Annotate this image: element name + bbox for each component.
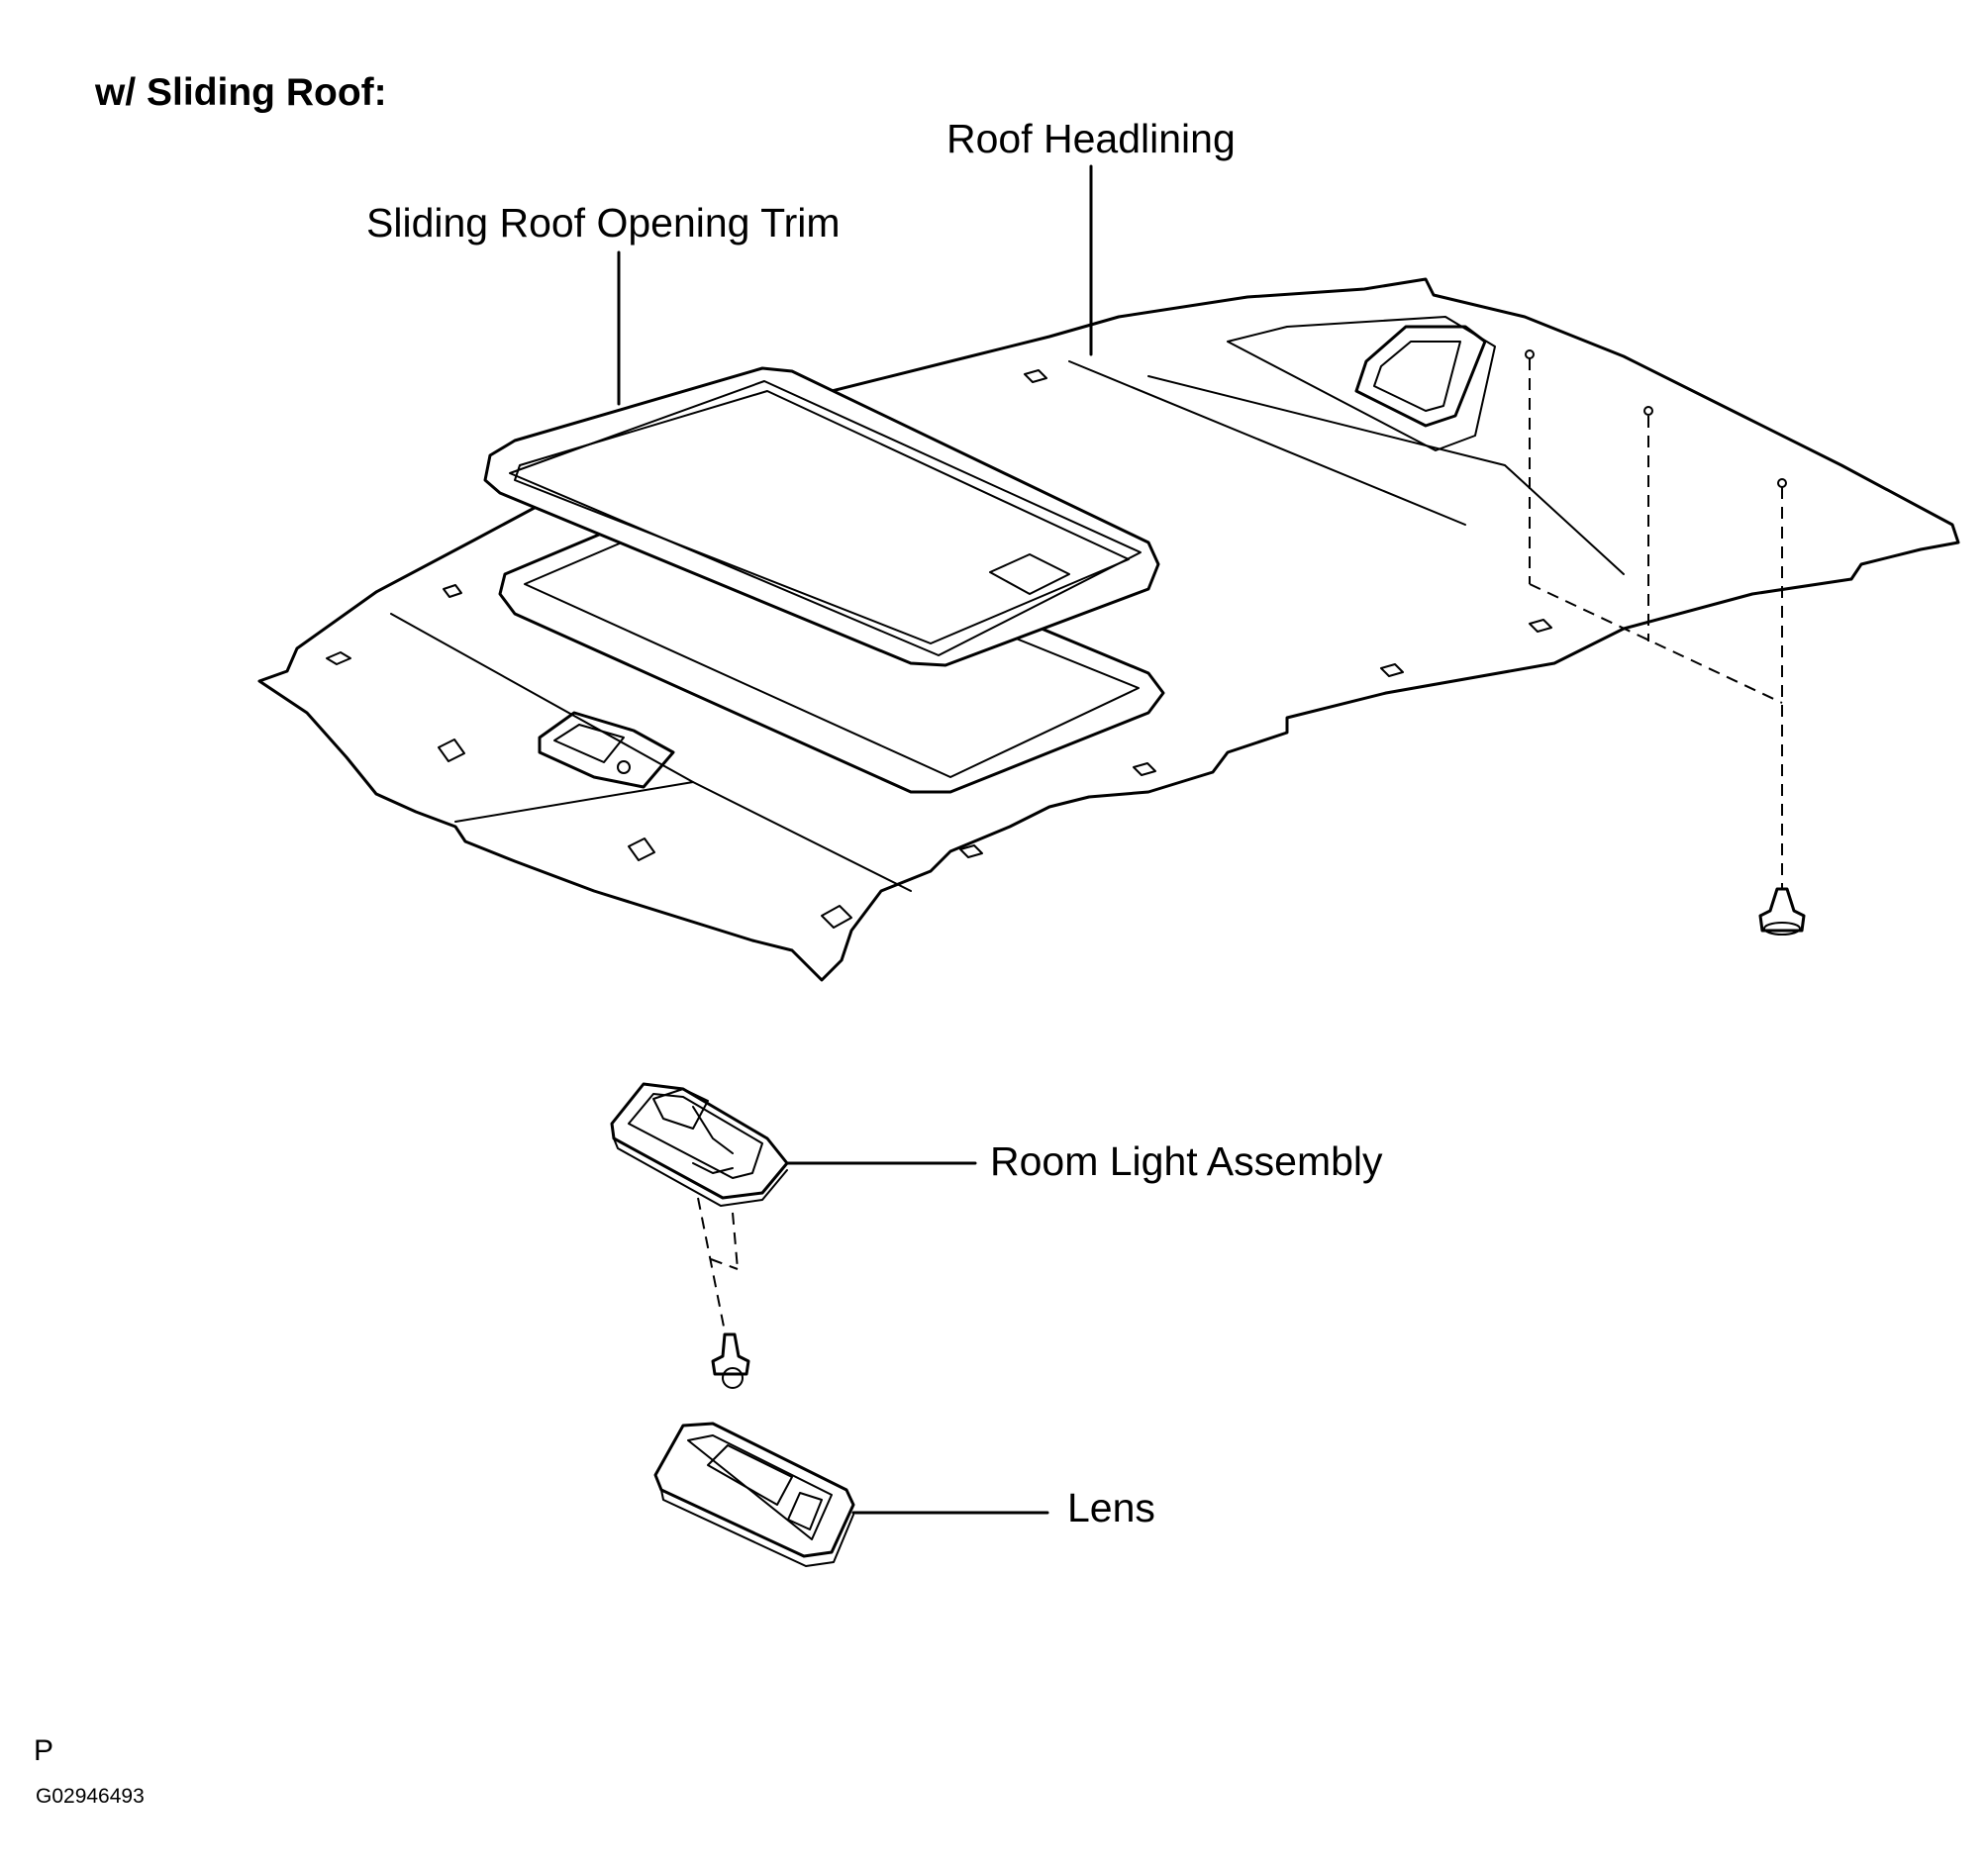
label-sliding-roof-opening-trim: Sliding Roof Opening Trim [366,200,841,246]
sliding-roof-opening-trim-part [483,366,1160,667]
figure-code: G02946493 [36,1785,145,1808]
light-assembly-lines [697,1197,739,1347]
lens-part [653,1422,855,1567]
roof-headlining-part [257,277,1960,982]
label-roof-headlining: Roof Headlining [946,116,1236,161]
room-light-assembly-part [610,1082,789,1207]
corner-mark: P [34,1734,54,1767]
label-room-light-assembly: Room Light Assembly [990,1138,1383,1184]
label-lens: Lens [1067,1485,1155,1530]
clip-fastener [1758,887,1806,936]
clip-assembly-lines [1529,358,1783,889]
screw-fastener [711,1332,750,1389]
diagram-title: w/ Sliding Roof: [95,71,387,114]
